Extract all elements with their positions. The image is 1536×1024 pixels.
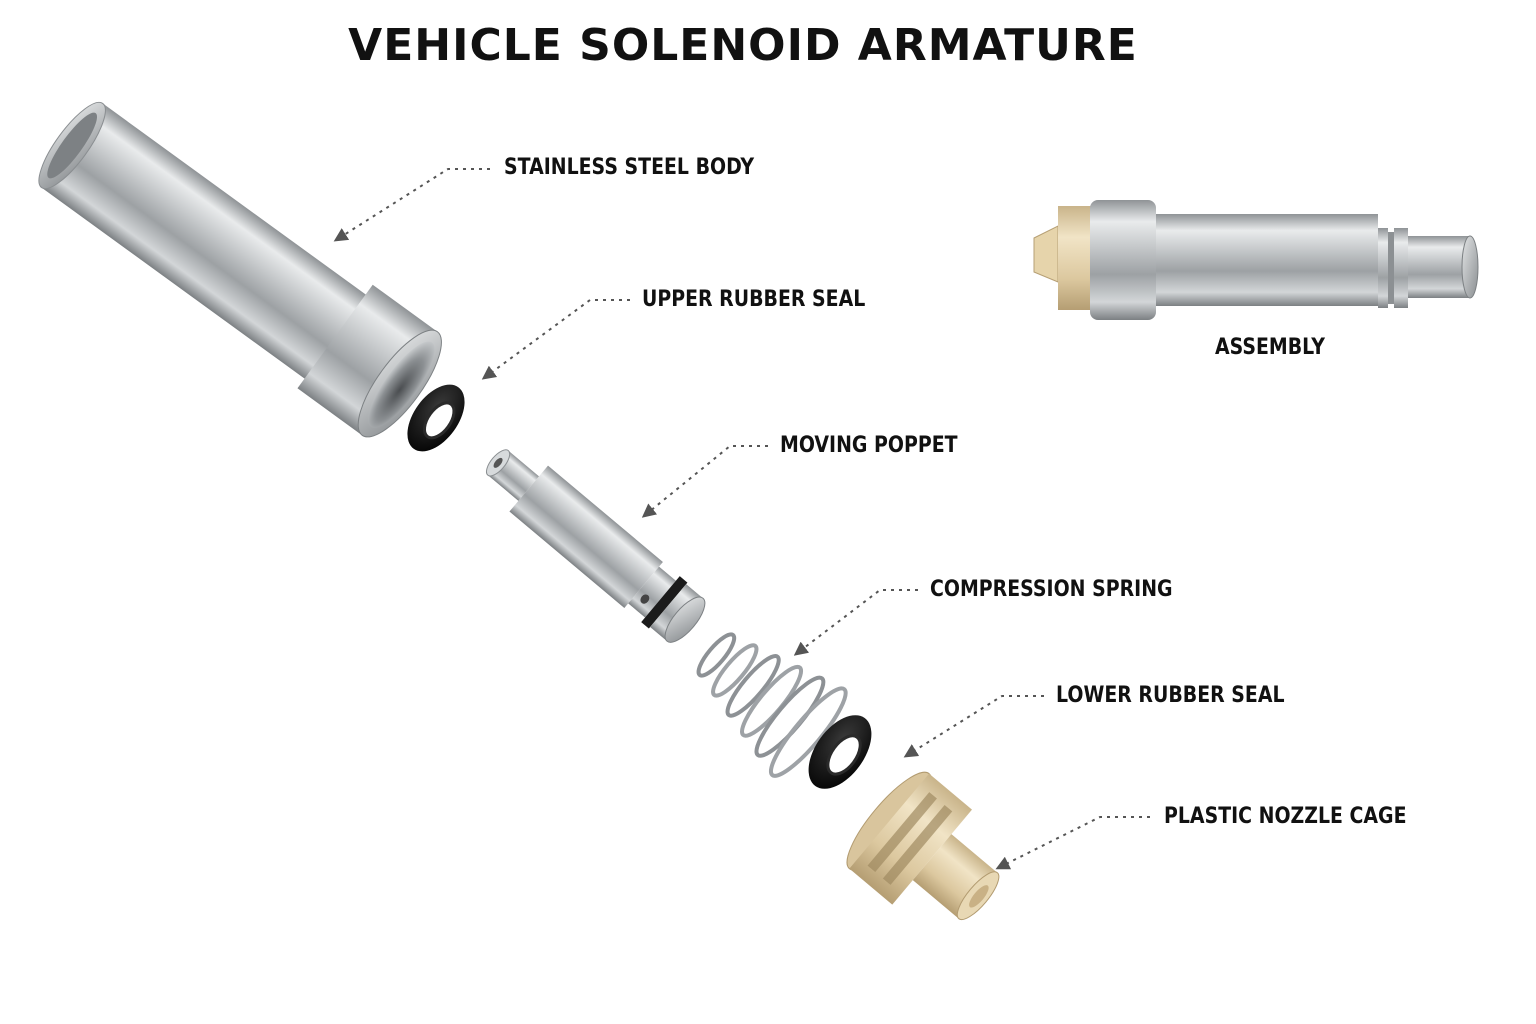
- plastic-nozzle-cage-part: [846, 771, 1000, 921]
- label-lower-rubber-seal: LOWER RUBBER SEAL: [1056, 683, 1285, 708]
- label-compression-spring: COMPRESSION SPRING: [930, 577, 1173, 602]
- label-plastic-nozzle-cage: PLASTIC NOZZLE CAGE: [1164, 804, 1407, 829]
- label-moving-poppet: MOVING POPPET: [780, 433, 958, 458]
- leader-lower-seal: [903, 695, 1044, 758]
- compression-spring-part: [696, 632, 848, 778]
- stainless-steel-body-part: [38, 101, 442, 438]
- label-upper-rubber-seal: UPPER RUBBER SEAL: [642, 287, 866, 312]
- assembly-part: [1033, 200, 1479, 320]
- upper-rubber-seal-part: [407, 384, 465, 452]
- moving-poppet-part: [485, 449, 706, 643]
- leader-spring: [793, 589, 918, 656]
- label-stainless-steel-body: STAINLESS STEEL BODY: [504, 155, 755, 180]
- diagram-title: VEHICLE SOLENOID ARMATURE: [348, 20, 1138, 71]
- lower-rubber-seal-part: [808, 715, 872, 789]
- leader-nozzle-cage: [995, 816, 1150, 870]
- leader-poppet: [641, 445, 768, 518]
- leader-upper-seal: [481, 299, 630, 380]
- leader-steel-body: [333, 168, 490, 242]
- label-assembly: ASSEMBLY: [1214, 335, 1325, 360]
- leader-lines: [333, 168, 1150, 870]
